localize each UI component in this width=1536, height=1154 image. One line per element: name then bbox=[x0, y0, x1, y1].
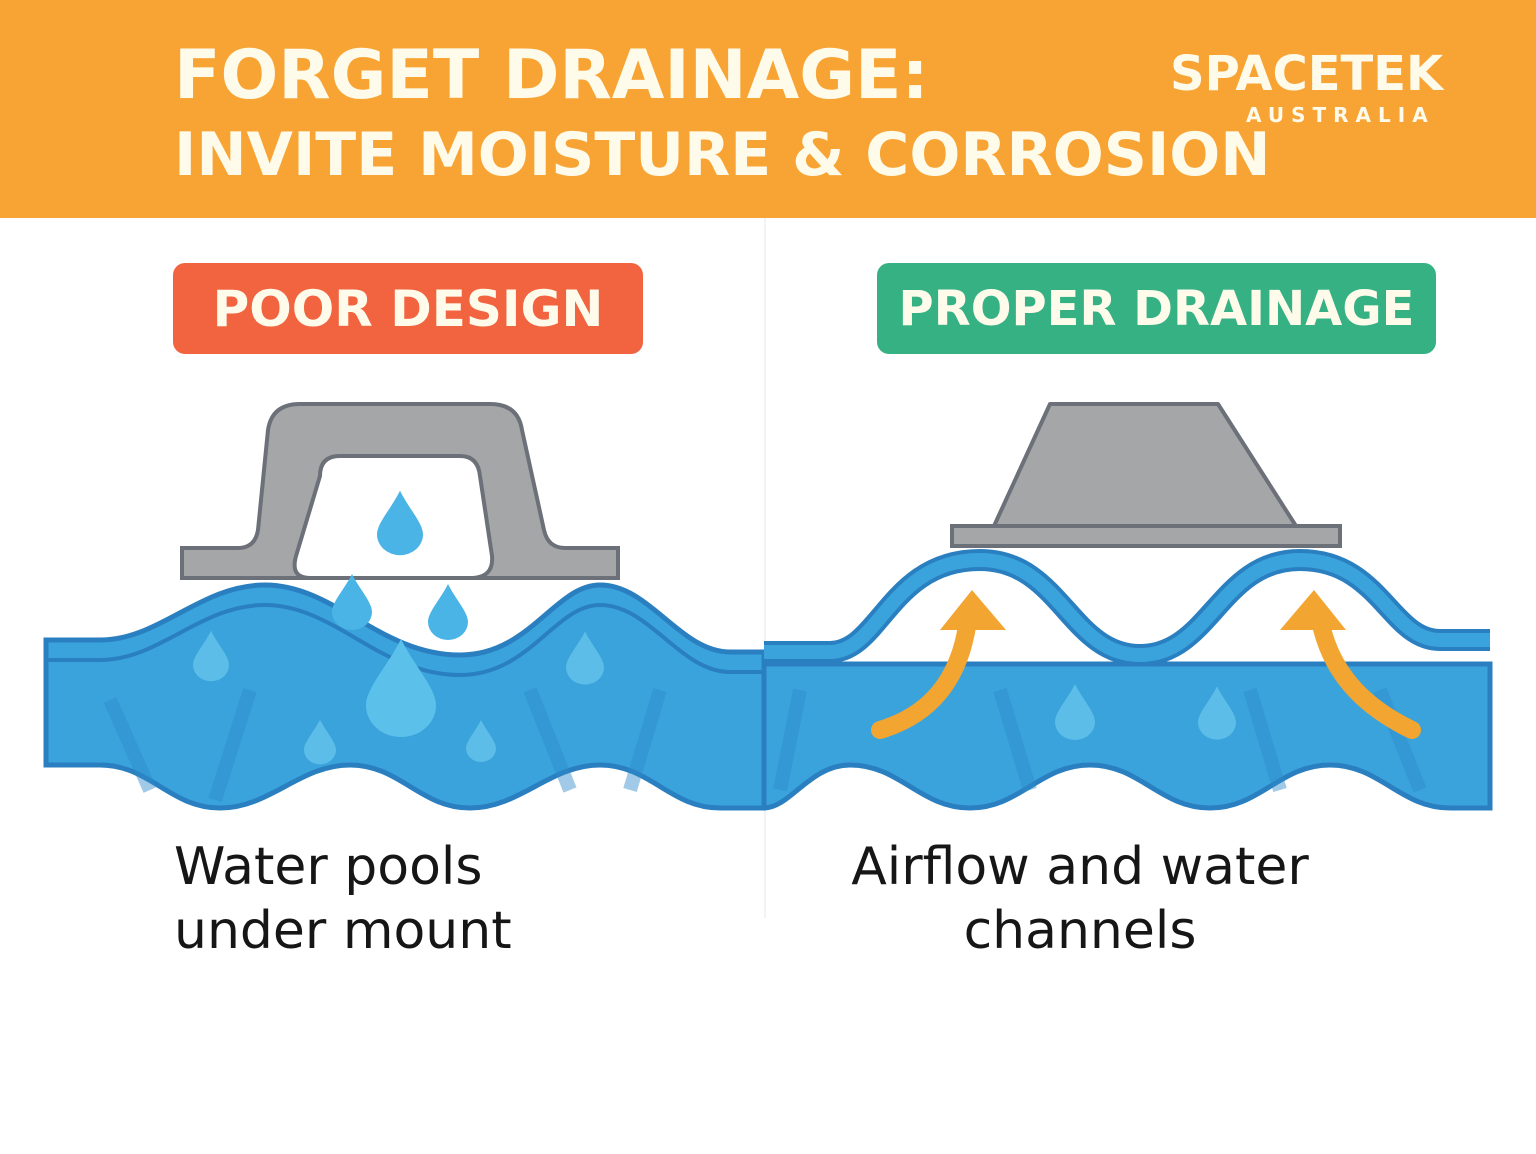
airflow-arrow-icon bbox=[871, 611, 977, 739]
water-drop-icon bbox=[377, 490, 423, 556]
poor-mount-icon bbox=[180, 402, 620, 580]
title-line-2: INVITE MOISTURE & CORROSION bbox=[174, 120, 1271, 190]
brand-logo: SPACETEK bbox=[1170, 46, 1444, 102]
good-caption-line2: channels bbox=[963, 901, 1197, 961]
good-roof-sheet bbox=[761, 548, 1493, 811]
good-caption: Airflow and water channels bbox=[820, 835, 1340, 963]
airflow-arrow-icon bbox=[1280, 590, 1346, 630]
airflow-arrowheads bbox=[940, 590, 1346, 630]
brand-subtitle: AUSTRALIA bbox=[1246, 103, 1435, 127]
airflow-arrow-icon bbox=[940, 590, 1006, 630]
panel-divider bbox=[764, 218, 766, 918]
poor-caption: Water pools under mount bbox=[174, 835, 512, 963]
header-banner: FORGET DRAINAGE: INVITE MOISTURE & CORRO… bbox=[0, 0, 1536, 218]
title-line-1: FORGET DRAINAGE: bbox=[174, 36, 929, 115]
good-caption-line1: Airflow and water bbox=[851, 837, 1309, 897]
proper-drainage-badge: PROPER DRAINAGE bbox=[877, 263, 1436, 354]
poor-design-badge: POOR DESIGN bbox=[173, 263, 643, 354]
airflow-arrows bbox=[871, 611, 1421, 739]
water-drop-icon bbox=[332, 574, 372, 630]
airflow-arrow-icon bbox=[1311, 611, 1421, 739]
poor-caption-line1: Water pools bbox=[174, 837, 483, 897]
poor-caption-line2: under mount bbox=[174, 901, 512, 961]
water-drop-icon bbox=[428, 584, 468, 640]
good-mount-icon bbox=[950, 402, 1342, 548]
